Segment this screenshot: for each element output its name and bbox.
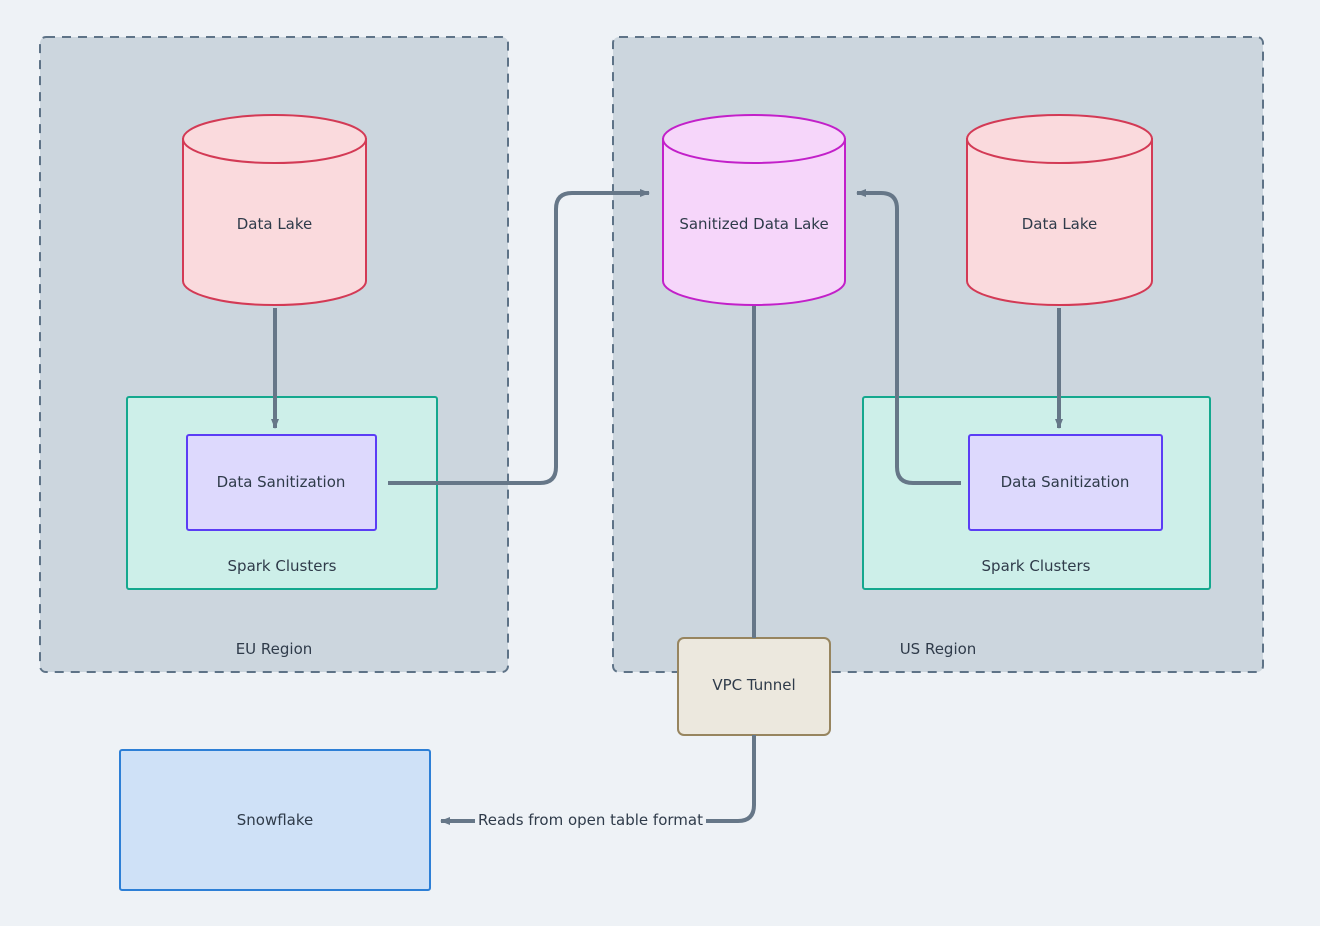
node-us-data-sanitization	[968, 434, 1163, 531]
cylinder-top	[662, 114, 846, 164]
edge-us-sanitization-to-sanitized-lake	[856, 189, 961, 485]
node-eu-data-sanitization	[186, 434, 377, 531]
cylinder-sanitized-data-lake	[662, 114, 846, 306]
cylinder-eu-data-lake	[182, 114, 367, 306]
cylinder-body	[182, 138, 367, 306]
cylinder-body	[966, 138, 1153, 306]
cylinder-top	[182, 114, 367, 164]
box-snowflake	[119, 749, 431, 891]
region-label-eu: EU Region	[235, 640, 313, 658]
edge-eu-sanitization-to-sanitized-lake	[388, 189, 650, 485]
cylinder-top	[966, 114, 1153, 164]
cylinder-body	[662, 138, 846, 306]
region-label-us: US Region	[899, 640, 977, 658]
edge-vpc-tunnel-to-snowflake	[440, 735, 756, 825]
cylinder-us-data-lake	[966, 114, 1153, 306]
edge-label-vpc-tunnel-to-snowflake: Reads from open table format	[475, 811, 706, 829]
